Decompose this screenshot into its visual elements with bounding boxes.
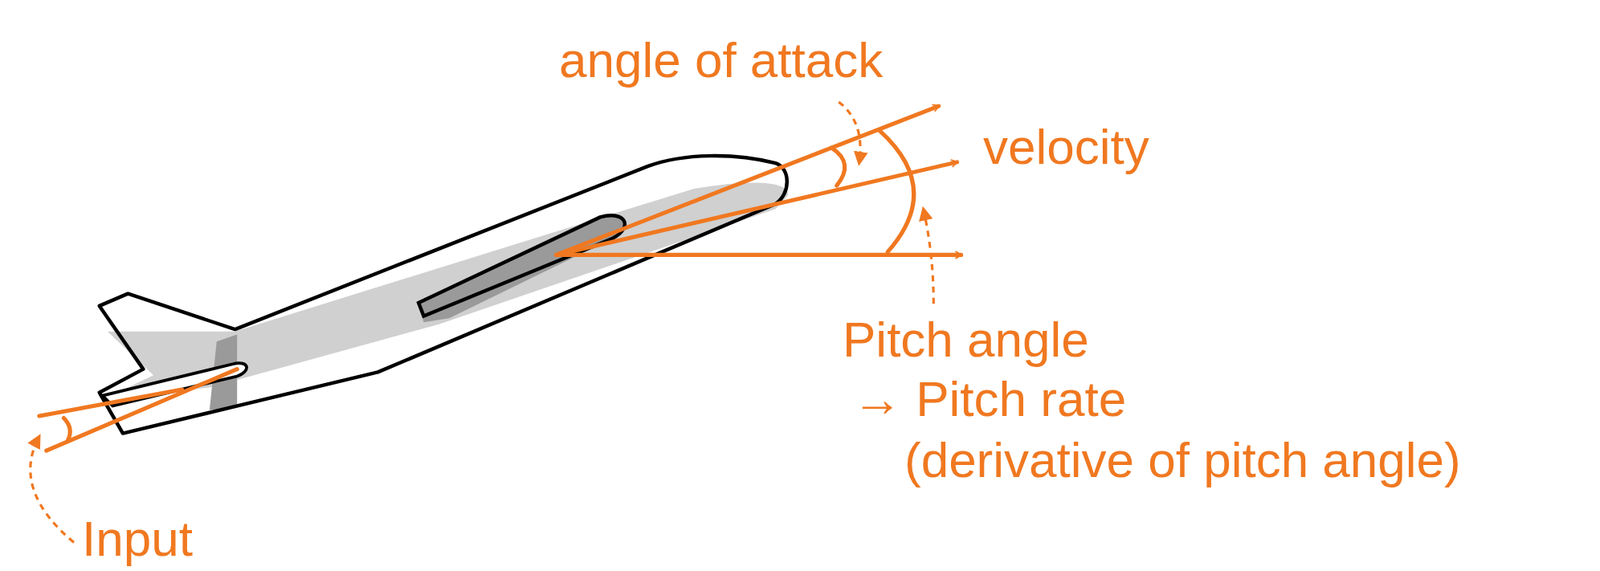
fuselage-shadow [102, 182, 788, 400]
elevator-chord [46, 369, 237, 452]
angle-label: angle of attack [559, 35, 883, 86]
wing [418, 215, 625, 323]
horizon-line [556, 253, 962, 258]
pitch-angle-label: Pitch angle [842, 314, 1090, 365]
input-label: Input [81, 514, 193, 564]
pitch-rate-label: → Pitch rate [852, 374, 1127, 425]
velocity-label: velocity [983, 122, 1150, 172]
attack-arc [831, 147, 845, 186]
pitch-arc [879, 130, 915, 253]
input-leader [30, 436, 74, 543]
attack-leader [838, 102, 861, 164]
fuselage-outline [99, 155, 788, 434]
input-arc [63, 418, 70, 441]
derivative-note: (derivative of pitch angle) [904, 435, 1462, 486]
wing-outline [418, 215, 625, 316]
pitch-leader [923, 208, 935, 304]
